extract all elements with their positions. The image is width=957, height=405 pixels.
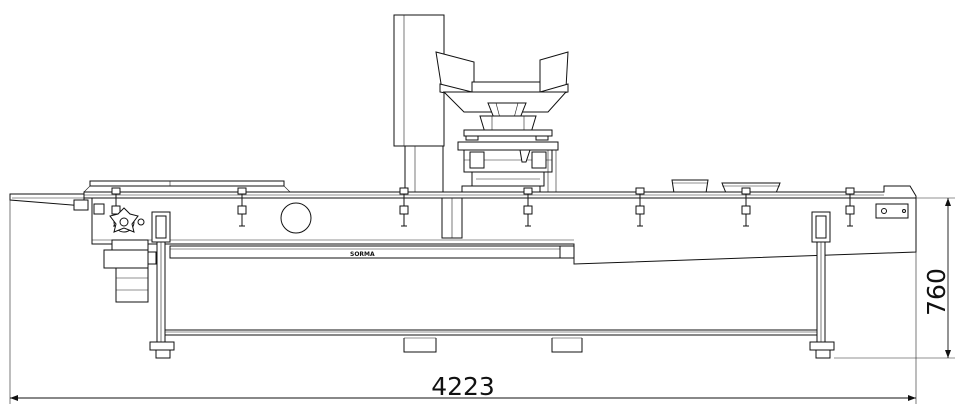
guide-rails: [83, 180, 291, 193]
length-dimension: 4223: [9, 200, 917, 404]
rail-clamp: [741, 187, 751, 227]
rail-clamp: [523, 187, 533, 227]
frame-legs: [149, 211, 835, 359]
rail-clamp: [237, 187, 247, 227]
drive-unit: [93, 203, 157, 303]
filling-head: [457, 141, 559, 193]
height-dimension-label: 760: [922, 268, 951, 316]
weigher-column: [393, 14, 445, 193]
height-dimension: 760: [834, 197, 955, 359]
feed-hopper: [435, 51, 569, 141]
side-beam: SORMA: [169, 245, 575, 259]
brand-label: SORMA: [350, 251, 375, 258]
rail-clamps: [111, 187, 855, 227]
rail-clamp: [845, 187, 855, 227]
trays: [671, 179, 781, 194]
rail-clamp: [399, 187, 409, 227]
length-dimension-label: 4223: [431, 372, 495, 401]
rail-clamp: [635, 187, 645, 227]
lower-rail: [164, 329, 818, 353]
infeed-table: [9, 193, 89, 211]
